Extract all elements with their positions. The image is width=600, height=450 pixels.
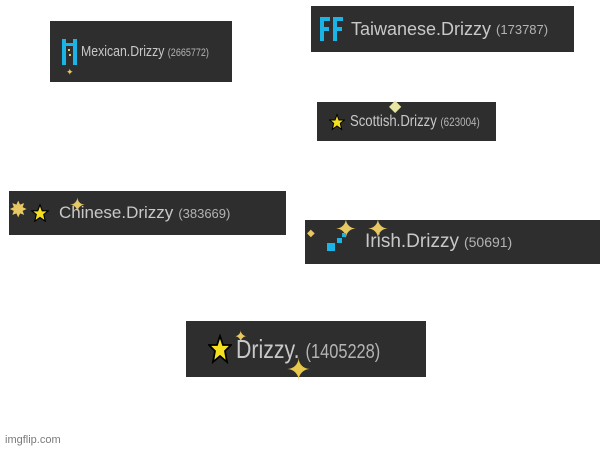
badge-count: (50691) (463, 234, 513, 250)
badge-drizzy: ✦ ✦ Drizzy. (1405228) (186, 321, 426, 387)
badge-name: Drizzy. (236, 333, 300, 364)
badge-count: (2665772) (167, 47, 209, 59)
sparkle-icon: ✦ (66, 66, 74, 77)
cyan-pixel-icon (327, 232, 347, 252)
yellow-star-icon (206, 333, 234, 365)
badge-count: (623004) (440, 114, 480, 129)
badge-name: Mexican.Drizzy (81, 43, 165, 60)
badge-name: Taiwanese.Drizzy (351, 18, 492, 39)
cyan-m-icon: ✦ (62, 38, 77, 77)
badge-name: Chinese.Drizzy (59, 203, 174, 222)
yellow-star-icon (30, 203, 50, 223)
badge-count: (173787) (496, 21, 549, 37)
sparkle-icon: ✸ (9, 197, 28, 222)
badge-name: Irish.Drizzy (365, 231, 459, 252)
sparkle-icon: ◆ (307, 228, 315, 239)
badge-scottish: ◆ Scottish.Drizzy (623004) (317, 98, 496, 141)
badge-chinese: ✸ ✦ Chinese.Drizzy (383669) (9, 191, 286, 235)
badge-mexican: ✦ Mexican.Drizzy (2665772) (50, 21, 232, 82)
badge-count: (1405228) (305, 340, 381, 363)
badge-name: Scottish.Drizzy (350, 112, 437, 130)
cyan-ff-icon (320, 17, 344, 41)
watermark: imgflip.com (5, 434, 61, 446)
yellow-star-icon (328, 112, 346, 131)
badge-taiwanese: Taiwanese.Drizzy (173787) (311, 6, 574, 52)
badge-count: (383669) (178, 205, 231, 221)
badge-irish: ◆ ✦ ✦ Irish.Drizzy (50691) (305, 214, 600, 264)
